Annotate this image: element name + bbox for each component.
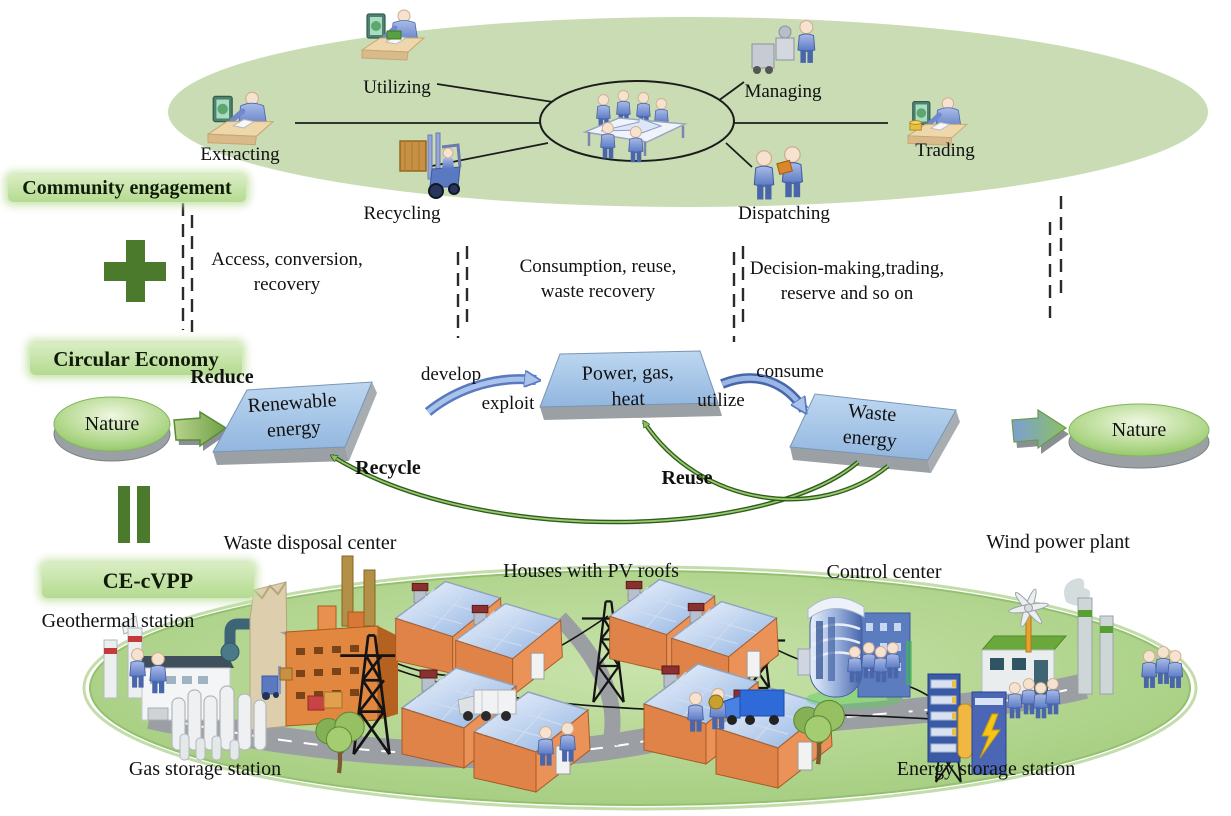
gas-storage-station-label: Gas storage station [128,758,282,780]
community-meeting-icon [582,90,688,163]
bridge-dashed-lines [181,196,1063,342]
community-engagement-label: Community engagement [8,175,246,202]
waste-disposal-center-building [220,555,398,731]
nature-right-disc [1068,403,1210,469]
cevpp-label: CE-cVPP [42,563,254,598]
consume-utilize-arrow [720,373,809,410]
renewable-energy-node [212,381,377,465]
return-to-nature-arrow [1011,408,1069,454]
houses-pv-roofs-label: Houses with PV roofs [503,560,679,582]
control-center-label: Control center [826,561,942,583]
develop-exploit-arrow [424,379,536,416]
extracting-label: Extracting [200,144,280,165]
truck-white [457,689,517,721]
trading-label: Trading [915,140,975,161]
renewable-energy-label: Renewable energy [246,388,338,442]
trading-icon [908,98,967,146]
recycle-arrow [332,454,860,525]
consume-label: consume [756,361,824,382]
managing-label: Managing [744,81,822,102]
utilizing-icon [362,10,424,60]
truck-blue [721,689,785,725]
utilizing-label: Utilizing [363,77,431,98]
exploit-label: exploit [481,393,535,414]
reduce-arrow [173,410,229,451]
recycling-icon [399,132,462,199]
dispatching-label: Dispatching [738,203,830,224]
wind-power-plant-building [980,578,1114,695]
managing-icon [751,19,816,74]
wind-power-plant-label: Wind power plant [986,531,1130,553]
recycling-label: Recycling [363,203,441,224]
power-gas-heat-label: Power, gas, heat [581,361,674,411]
community-connector-lines [295,81,888,168]
energy-storage-station-label: Energy storage station [896,758,1076,780]
energy-storage-buildings [927,673,1007,775]
develop-label: develop [420,364,482,385]
nature-right-label: Nature [1111,419,1167,441]
reuse-label: Reuse [661,467,713,489]
equals-operator [118,486,150,543]
reuse-arrow [642,422,890,502]
bridge-consumption-text: Consumption, reuse, waste recovery [519,256,677,302]
nature-left-label: Nature [84,413,140,435]
power-gas-heat-node [539,350,722,420]
circular-economy-label: Circular Economy [30,343,242,375]
utilize-label: utilize [697,390,745,411]
waste-disposal-center-label: Waste disposal center [223,532,397,554]
bridge-decision-text: Decision-making,trading, reserve and so … [749,258,945,304]
dispatching-icon [753,145,804,201]
city-people [129,641,1184,767]
reduce-label: Reduce [190,366,254,388]
nature-left-disc [53,396,171,462]
geothermal-station-label: Geothermal station [41,610,195,632]
recycle-label: Recycle [355,457,421,479]
gas-storage-tanks [171,685,267,761]
bridge-access-text: Access, conversion, recovery [211,249,363,295]
waste-energy-node [789,393,960,473]
plus-operator [104,240,166,302]
